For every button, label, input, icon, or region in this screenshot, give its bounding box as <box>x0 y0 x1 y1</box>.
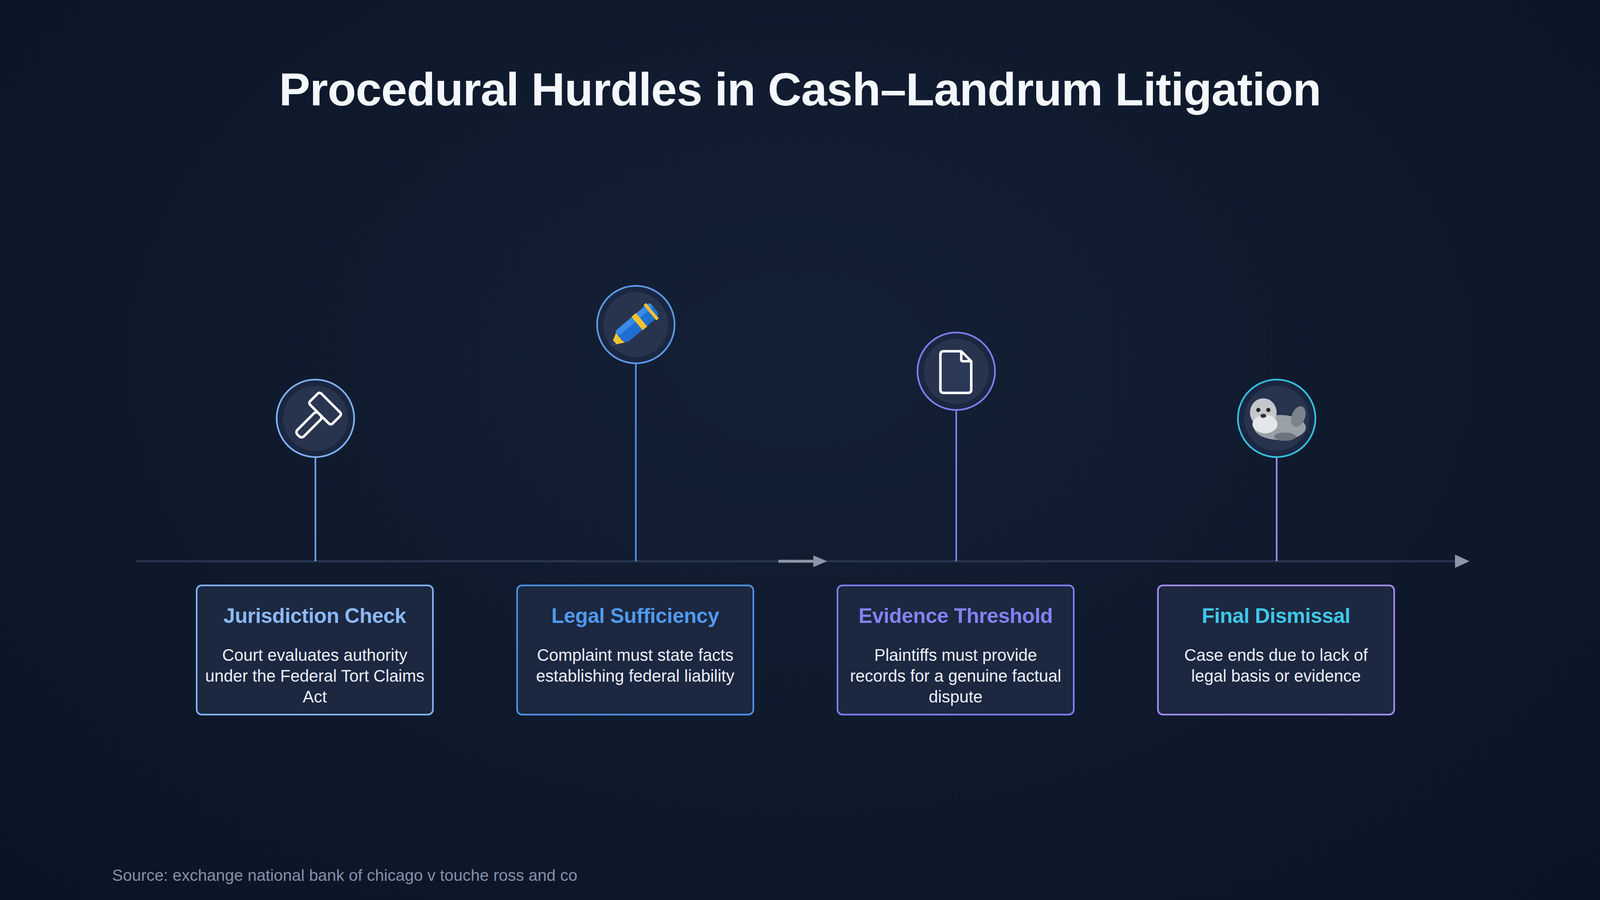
seal-icon <box>1237 379 1316 458</box>
timeline-arrowhead <box>1455 554 1470 568</box>
stem-line <box>955 410 958 562</box>
stem-line <box>314 457 317 562</box>
stage-card: Jurisdiction CheckCourt evaluates author… <box>195 584 434 716</box>
stage-card: Legal SufficiencyComplaint must state fa… <box>516 584 755 716</box>
stage-card: Evidence ThresholdPlaintiffs must provid… <box>836 584 1075 716</box>
stem-line <box>635 363 637 562</box>
pen-icon <box>597 285 675 364</box>
stage-description: Court evaluates authority under the Fede… <box>203 644 427 708</box>
stage-heading: Jurisdiction Check <box>203 602 427 629</box>
diagram-title: Procedural Hurdles in Cash–Landrum Litig… <box>0 61 1600 118</box>
source-caption: Source: exchange national bank of chicag… <box>112 865 578 885</box>
stage-description: Case ends due to lack of legal basis or … <box>1164 644 1388 687</box>
stage-card: Final DismissalCase ends due to lack of … <box>1157 584 1395 716</box>
stage-heading: Final Dismissal <box>1164 602 1388 629</box>
progress-arrow <box>778 560 817 563</box>
gavel-icon <box>276 379 355 458</box>
timeline-axis <box>135 560 1459 563</box>
progress-arrowhead <box>813 555 828 568</box>
stage-description: Plaintiffs must provide records for a ge… <box>844 644 1068 708</box>
stage-description: Complaint must state facts establishing … <box>523 644 747 687</box>
stage-heading: Evidence Threshold <box>844 602 1068 629</box>
document-icon <box>917 332 995 410</box>
stage-heading: Legal Sufficiency <box>523 602 747 629</box>
stem-line <box>1275 457 1278 562</box>
